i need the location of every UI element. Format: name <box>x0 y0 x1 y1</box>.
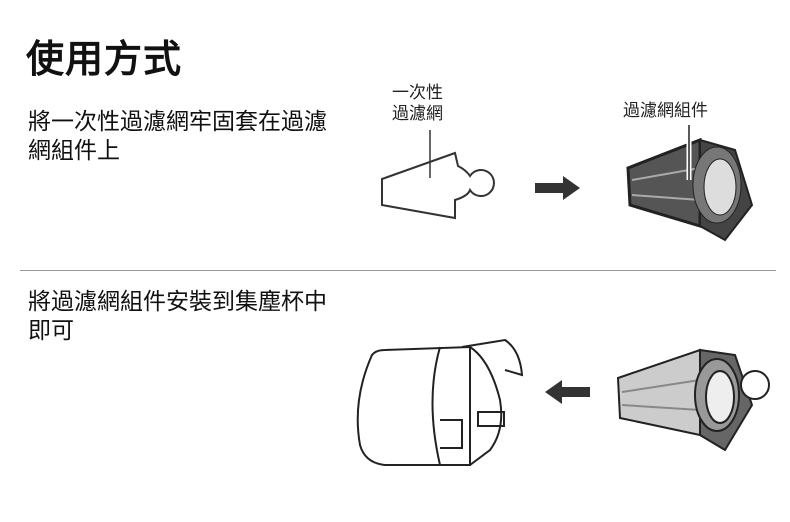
filter-assembly-with-filter-illustration <box>616 348 770 452</box>
step-1-instruction: 將一次性過濾網牢固套在過濾網組件上 <box>28 109 327 164</box>
arrow-right-icon <box>535 176 580 200</box>
section-divider <box>20 270 776 271</box>
disposable-filter-label: 一次性 過濾網 <box>392 83 443 125</box>
arrow-left-icon <box>545 380 590 404</box>
disposable-filter-illustration <box>381 130 495 220</box>
disposable-filter-label-line1: 一次性 <box>392 83 443 103</box>
filter-assembly-label: 過濾網組件 <box>623 101 708 121</box>
page-title: 使用方式 <box>26 37 183 81</box>
disposable-filter-label-line2: 過濾網 <box>392 104 443 124</box>
step-2-instruction: 將過濾網組件安裝到集塵杯中即可 <box>28 289 327 344</box>
dust-cup-illustration <box>356 338 524 466</box>
filter-assembly-illustration <box>626 125 754 242</box>
